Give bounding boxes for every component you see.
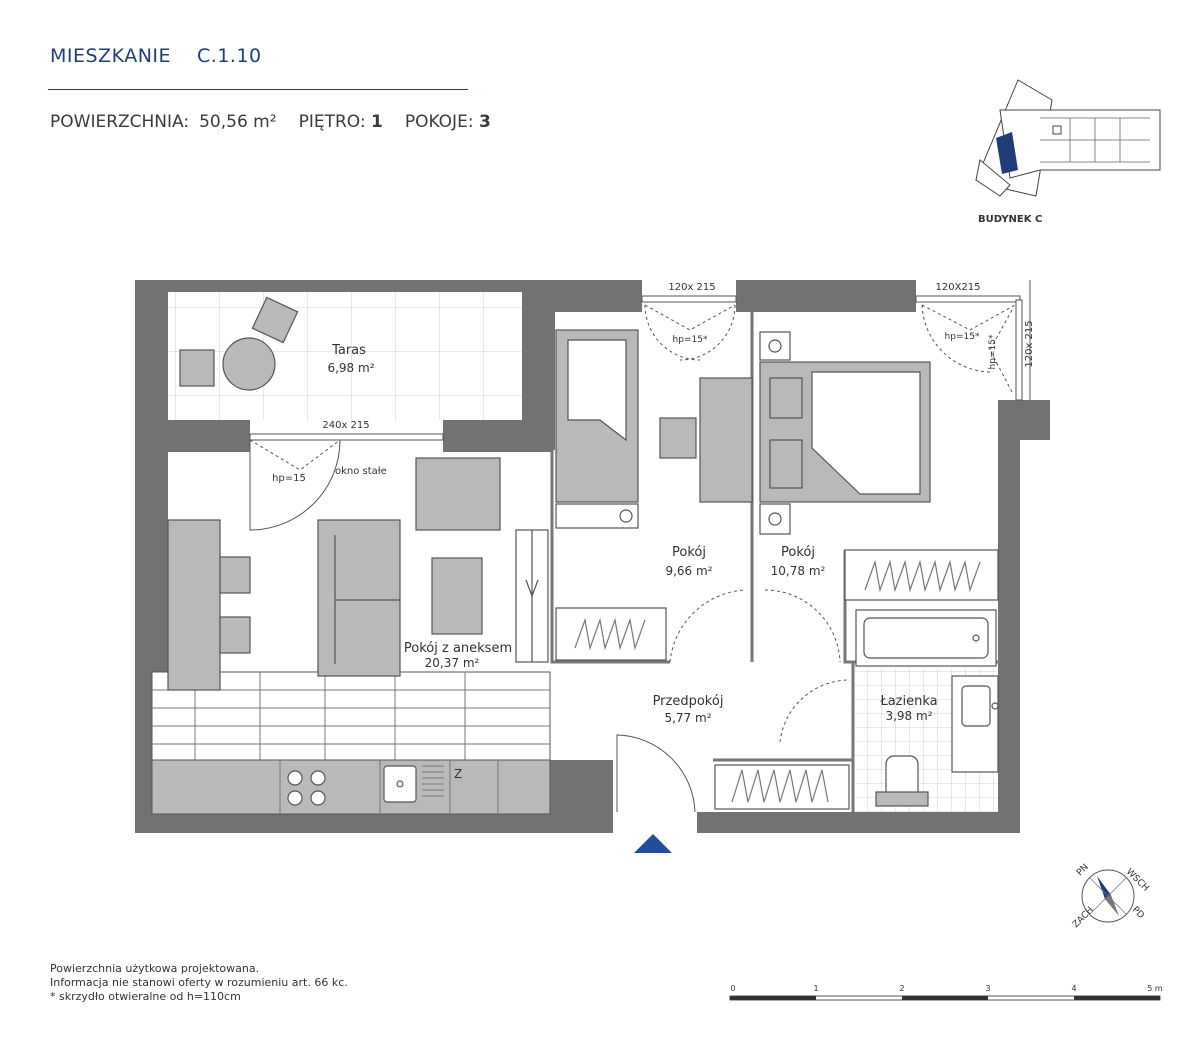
compass: PN WSCH ZACH PD (1071, 862, 1150, 930)
wall-south-1 (135, 812, 613, 833)
area-value: 50,56 m² (199, 112, 277, 132)
note-line: * skrzydło otwieralne od h=110cm (50, 990, 241, 1003)
terrace-chair-2 (251, 296, 299, 344)
desk-chair (659, 417, 697, 459)
room-hall-area: 5,77 m² (664, 711, 711, 725)
apartment-label: MIESZKANIE (50, 45, 172, 67)
room1-window (641, 295, 737, 361)
rooms-label: POKOJE: (404, 112, 474, 132)
scale-tick-1: 1 (813, 984, 818, 993)
room-taras-name: Taras (331, 343, 366, 358)
room-living-name: Pokój z aneksem (404, 641, 512, 656)
terrace-chair-1 (179, 349, 215, 387)
scale-tick-3: 3 (985, 984, 990, 993)
room-1-area: 9,66 m² (665, 564, 712, 578)
terrace-table (222, 337, 276, 391)
room2-hp-top: hp=15* (945, 332, 980, 342)
scale-tick-4: 4 (1071, 984, 1076, 993)
scale-tick-2: 2 (899, 984, 904, 993)
wall-north-1 (522, 280, 642, 312)
room2-hp-side: hp=15* (988, 334, 998, 369)
dining-chair-1 (219, 556, 251, 594)
wall-south-2 (697, 812, 1020, 833)
room2-furniture (759, 331, 999, 601)
entrance-door (616, 734, 696, 813)
hall-wardrobe (714, 764, 850, 810)
apartment-info: POWIERZCHNIA: 50,56 m² PIĘTRO: 1 POKOJE: 3 (50, 112, 491, 132)
kitchen-counter (151, 671, 551, 815)
cooktop (287, 770, 326, 806)
header-divider (48, 89, 468, 90)
terrace-door (249, 433, 444, 531)
rooms-value: 3 (478, 112, 491, 132)
dining-chair-2 (219, 616, 251, 654)
desk (699, 377, 753, 503)
nightstand (555, 503, 639, 529)
kitchen-sink (383, 765, 444, 803)
room-taras-area: 6,98 m² (327, 361, 374, 375)
room-living-area: 20,37 m² (425, 656, 480, 670)
compass-n: PN (1075, 862, 1091, 878)
scale-tick-0: 0 (730, 984, 735, 993)
floor-value: 1 (370, 112, 383, 132)
room2-window (915, 295, 1023, 401)
bathroom-fixtures (855, 609, 999, 807)
wardrobe-room1 (555, 607, 667, 661)
room2-window-size-side: 120x 215 (1024, 320, 1035, 367)
coffee-table (431, 557, 483, 635)
room-1-name: Pokój (672, 545, 706, 560)
room-2-area: 10,78 m² (771, 564, 826, 578)
fixed-window-label: okno stałe (335, 466, 387, 477)
sofa (317, 519, 401, 677)
terrace-furniture (179, 296, 299, 391)
footnotes: Powierzchnia użytkowa projektowana. Info… (50, 962, 348, 1004)
room1-door (669, 589, 746, 663)
wall-north-2 (736, 280, 916, 312)
wall-corner-ne (1020, 400, 1050, 440)
room2-door (764, 589, 841, 663)
floor-label: PIĘTRO: (298, 112, 366, 132)
room-bath-area: 3,98 m² (885, 709, 932, 723)
wall-terrace-top (135, 280, 545, 292)
dining-table (167, 519, 221, 691)
compass-s: PD (1130, 905, 1146, 921)
room1-furniture (555, 329, 753, 661)
apartment-title: MIESZKANIE C.1.10 (50, 45, 262, 67)
building-key-plan (975, 79, 1161, 197)
entrance-arrow-icon (634, 834, 672, 853)
room1-window-size: 120x 215 (668, 282, 715, 293)
wall-terrace-south-e (443, 420, 553, 452)
wall-terrace-south-w (135, 420, 250, 452)
room-hall-name: Przedpokój (653, 694, 724, 709)
main-room-furniture (167, 457, 549, 691)
room1-hp: hp=15* (673, 335, 708, 345)
bathroom-door (779, 679, 851, 743)
room-2-name: Pokój (781, 545, 815, 560)
terrace-hp: hp=15 (272, 473, 306, 484)
scale-bar: 0 1 2 3 4 5 m (729, 984, 1163, 1001)
wall-south-stub (548, 760, 613, 833)
wall-room1-west (550, 450, 670, 664)
terrace-window-size: 240x 215 (322, 420, 369, 431)
building-label: BUDYNEK C (978, 214, 1042, 225)
armchair (415, 457, 501, 531)
scale-tick-5: 5 m (1147, 984, 1163, 993)
wall-east (998, 400, 1020, 833)
closet-mark: Z (454, 767, 462, 781)
room-bath-name: Łazienka (879, 694, 937, 709)
compass-w: ZACH (1071, 905, 1096, 930)
area-label: POWIERZCHNIA: (50, 112, 190, 132)
room2-window-size-top: 120X215 (935, 282, 980, 293)
note-line: Powierzchnia użytkowa projektowana. (50, 962, 260, 975)
note-line: Informacja nie stanowi oferty w rozumien… (50, 976, 348, 989)
apartment-code: C.1.10 (197, 45, 262, 67)
